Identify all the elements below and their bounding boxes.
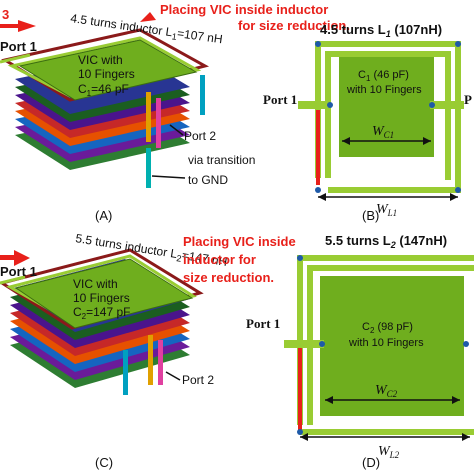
- port1-label-b: Port 1: [263, 92, 297, 107]
- cap-label-a: C1=46 pF: [78, 82, 129, 98]
- via-dot-d3: [319, 341, 325, 347]
- cap-label-d: C2 (98 pF): [362, 321, 413, 335]
- wl-label-d: WL2: [378, 444, 400, 460]
- port2-label-b: P: [464, 92, 472, 107]
- callout-arrow-a: [140, 12, 156, 22]
- port1-label-d: Port 1: [246, 316, 280, 331]
- via-transition-c: [123, 335, 163, 395]
- port2-lead-b: [430, 101, 464, 109]
- red-arrow-a: [18, 20, 36, 32]
- red-arrow-c: [14, 250, 30, 266]
- caption-b: (B): [362, 208, 379, 223]
- via-dot-b1: [315, 41, 321, 47]
- via-dot-b5: [327, 102, 333, 108]
- caption-d: (D): [362, 455, 380, 470]
- wl-label-b: WL1: [376, 202, 397, 218]
- via-dot-b6: [429, 102, 435, 108]
- panel-a: 3 4.5 turns inductor L1=107 nH Placing V…: [0, 2, 350, 223]
- cap-label-c: C2=147 pF: [73, 305, 131, 321]
- port2-label-a: Port 2: [184, 129, 216, 143]
- arrow-number-a: 3: [2, 7, 9, 22]
- callout-c: Placing VIC inside: [183, 234, 296, 249]
- vic-plate-d: [320, 276, 464, 416]
- callout-a-line2: for size reduction.: [238, 18, 350, 33]
- vic-plate-c: [14, 258, 194, 329]
- cap-label-b: C1 (46 pF): [358, 69, 409, 83]
- panel-d: 5.5 turns L2 (147nH) Port 1 C2 (98 pF) w…: [246, 233, 474, 470]
- via-dot-d4: [463, 341, 469, 347]
- title-d: 5.5 turns L2 (147nH): [325, 233, 447, 250]
- wc-label-d: WC2: [375, 383, 398, 399]
- via-transition-a: [146, 75, 205, 188]
- via-label-a-2: to GND: [188, 173, 228, 187]
- port2-label-c: Port 2: [182, 373, 214, 387]
- port1-lead-d: [284, 340, 324, 348]
- vic-line2-a: 10 Fingers: [78, 67, 135, 81]
- cap-line2-d: with 10 Fingers: [348, 337, 424, 349]
- port1-label-a: Port 1: [0, 39, 37, 54]
- port1-lead-b: [298, 101, 328, 109]
- callout-c-line2: inductor for: [183, 252, 256, 267]
- port1-label-c: Port 1: [0, 264, 37, 279]
- panel-b: 4.5 turns L1 (107nH) Port 1 P C1 (46 pF)…: [263, 22, 472, 223]
- via-dot-b3: [315, 187, 321, 193]
- caption-c: (C): [95, 455, 113, 470]
- callout-c-line3: size reduction.: [183, 270, 274, 285]
- vic-line1-a: VIC with: [78, 53, 123, 67]
- via-dot-b2: [455, 41, 461, 47]
- inductor-traces-a: [0, 28, 210, 102]
- vic-line1-c: VIC with: [73, 277, 118, 291]
- via-label-a-1: via transition: [188, 153, 255, 167]
- port2-leader-c: [165, 371, 181, 381]
- via-dot-b4: [455, 187, 461, 193]
- cap-line2-b: with 10 Fingers: [346, 84, 422, 96]
- vic-line2-c: 10 Fingers: [73, 291, 130, 305]
- title-b: 4.5 turns L1 (107nH): [320, 22, 442, 39]
- via-dot-d2: [297, 429, 303, 435]
- via-leader-a: [151, 175, 186, 179]
- port2-leader-a: [169, 124, 184, 136]
- panel-c: 5.5 turns inductor L2=147 nH Placing VIC…: [0, 231, 296, 470]
- caption-a: (A): [95, 208, 112, 223]
- via-dot-d1: [297, 255, 303, 261]
- wc-label-b: WC1: [372, 124, 394, 140]
- callout-a: Placing VIC inside inductor: [160, 2, 328, 17]
- vic-plate-a: [18, 39, 198, 101]
